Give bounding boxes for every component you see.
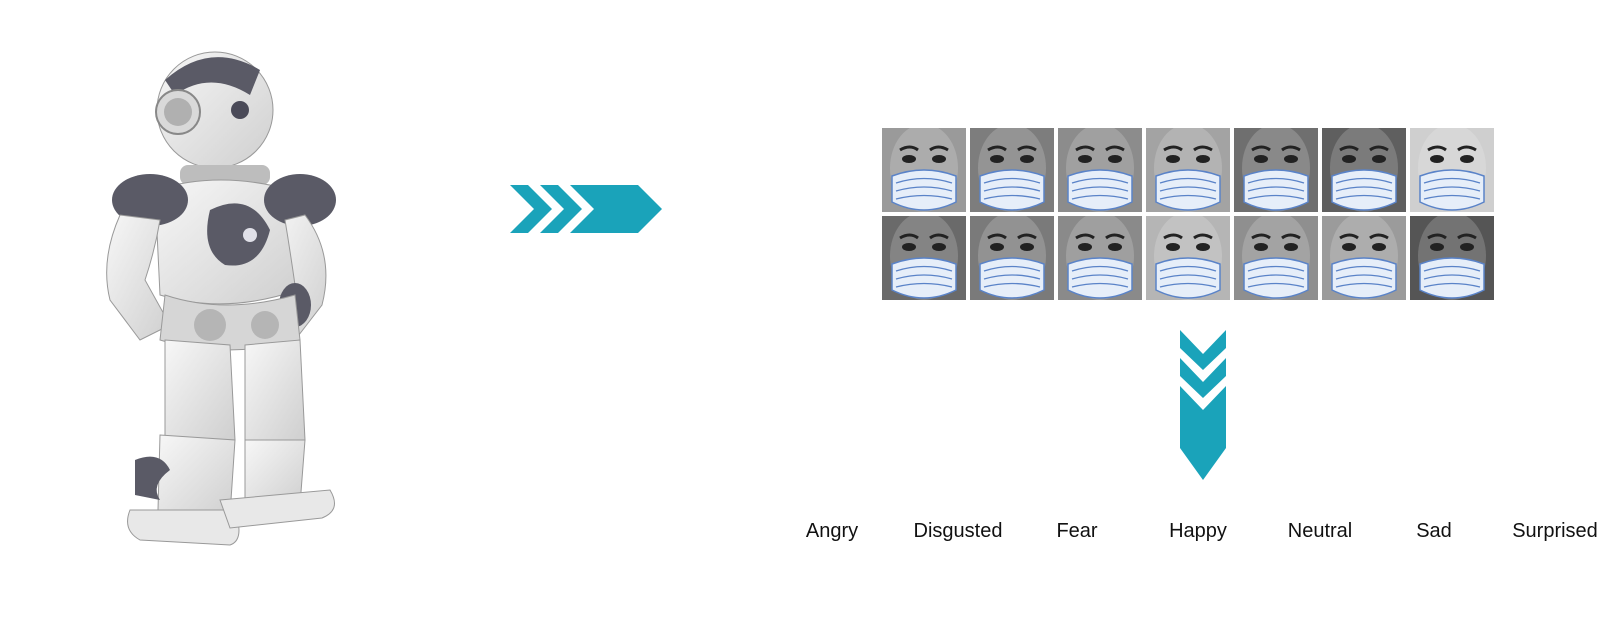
masked-face-9 [970,216,1054,300]
masked-faces-grid [882,128,1494,301]
masked-face-7 [1410,128,1494,212]
masked-face-6 [1322,128,1406,212]
masked-face-10 [1058,216,1142,300]
masked-face-1 [882,128,966,212]
masked-face-5 [1234,128,1318,212]
nao-robot-icon [60,40,390,580]
emotion-label-surprised: Surprised [1512,520,1598,542]
emotion-label-disgusted: Disgusted [913,520,1003,542]
masked-face-2 [970,128,1054,212]
masked-face-13 [1322,216,1406,300]
masked-face-14 [1410,216,1494,300]
masked-face-11 [1146,216,1230,300]
emotion-label-angry: Angry [805,520,859,542]
masked-face-3 [1058,128,1142,212]
triple-chevron-down-icon [1178,330,1228,482]
masked-face-12 [1234,216,1318,300]
emotion-label-sad: Sad [1416,520,1452,542]
masked-face-4 [1146,128,1230,212]
emotion-label-neutral: Neutral [1287,520,1353,542]
masked-face-8 [882,216,966,300]
emotion-label-happy: Happy [1169,520,1227,542]
triple-chevron-right-icon [510,183,665,235]
emotion-label-fear: Fear [1056,520,1098,542]
